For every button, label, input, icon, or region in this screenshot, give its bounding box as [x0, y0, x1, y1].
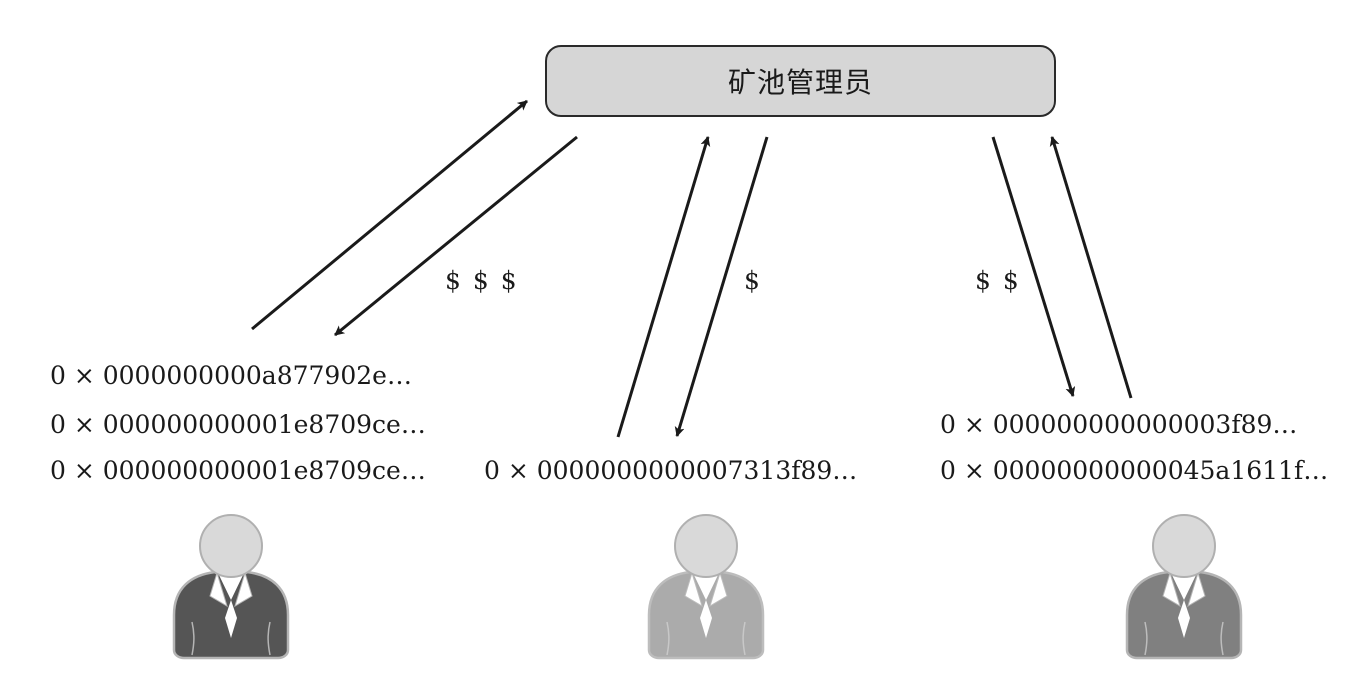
arrow-share-submit-miner-1	[251, 99, 528, 331]
miner-1-person-icon	[172, 514, 290, 660]
arrow-payout-miner-1	[334, 135, 578, 337]
miner-1-hash-1: 0 × 0000000000a877902e…	[50, 361, 412, 390]
pool-manager-label: 矿池管理员	[727, 66, 873, 99]
payout-label-miner-2: $	[744, 266, 762, 295]
miner-1-hash-2: 0 × 000000000001e8709ce…	[50, 410, 426, 439]
arrow-share-submit-miner-3	[1049, 136, 1133, 399]
miner-3-hash-1: 0 × 000000000000003f89…	[940, 410, 1298, 439]
miner-2-person-icon	[647, 514, 765, 660]
payout-label-miner-1: $ $ $	[445, 266, 519, 295]
miner-2-hash-1: 0 × 0000000000007313f89…	[484, 456, 858, 485]
payout-label-miner-3: $ $	[975, 266, 1021, 295]
miner-3-person-icon	[1125, 514, 1243, 660]
miner-1-hash-3: 0 × 000000000001e8709ce…	[50, 456, 426, 485]
miner-3-hash-2: 0 × 00000000000045a1611f…	[940, 456, 1329, 485]
arrow-payout-miner-2	[674, 136, 769, 437]
arrow-payout-miner-3	[991, 136, 1076, 397]
arrow-share-submit-miner-2	[616, 136, 711, 438]
pool-manager-box: 矿池管理员	[545, 45, 1056, 117]
